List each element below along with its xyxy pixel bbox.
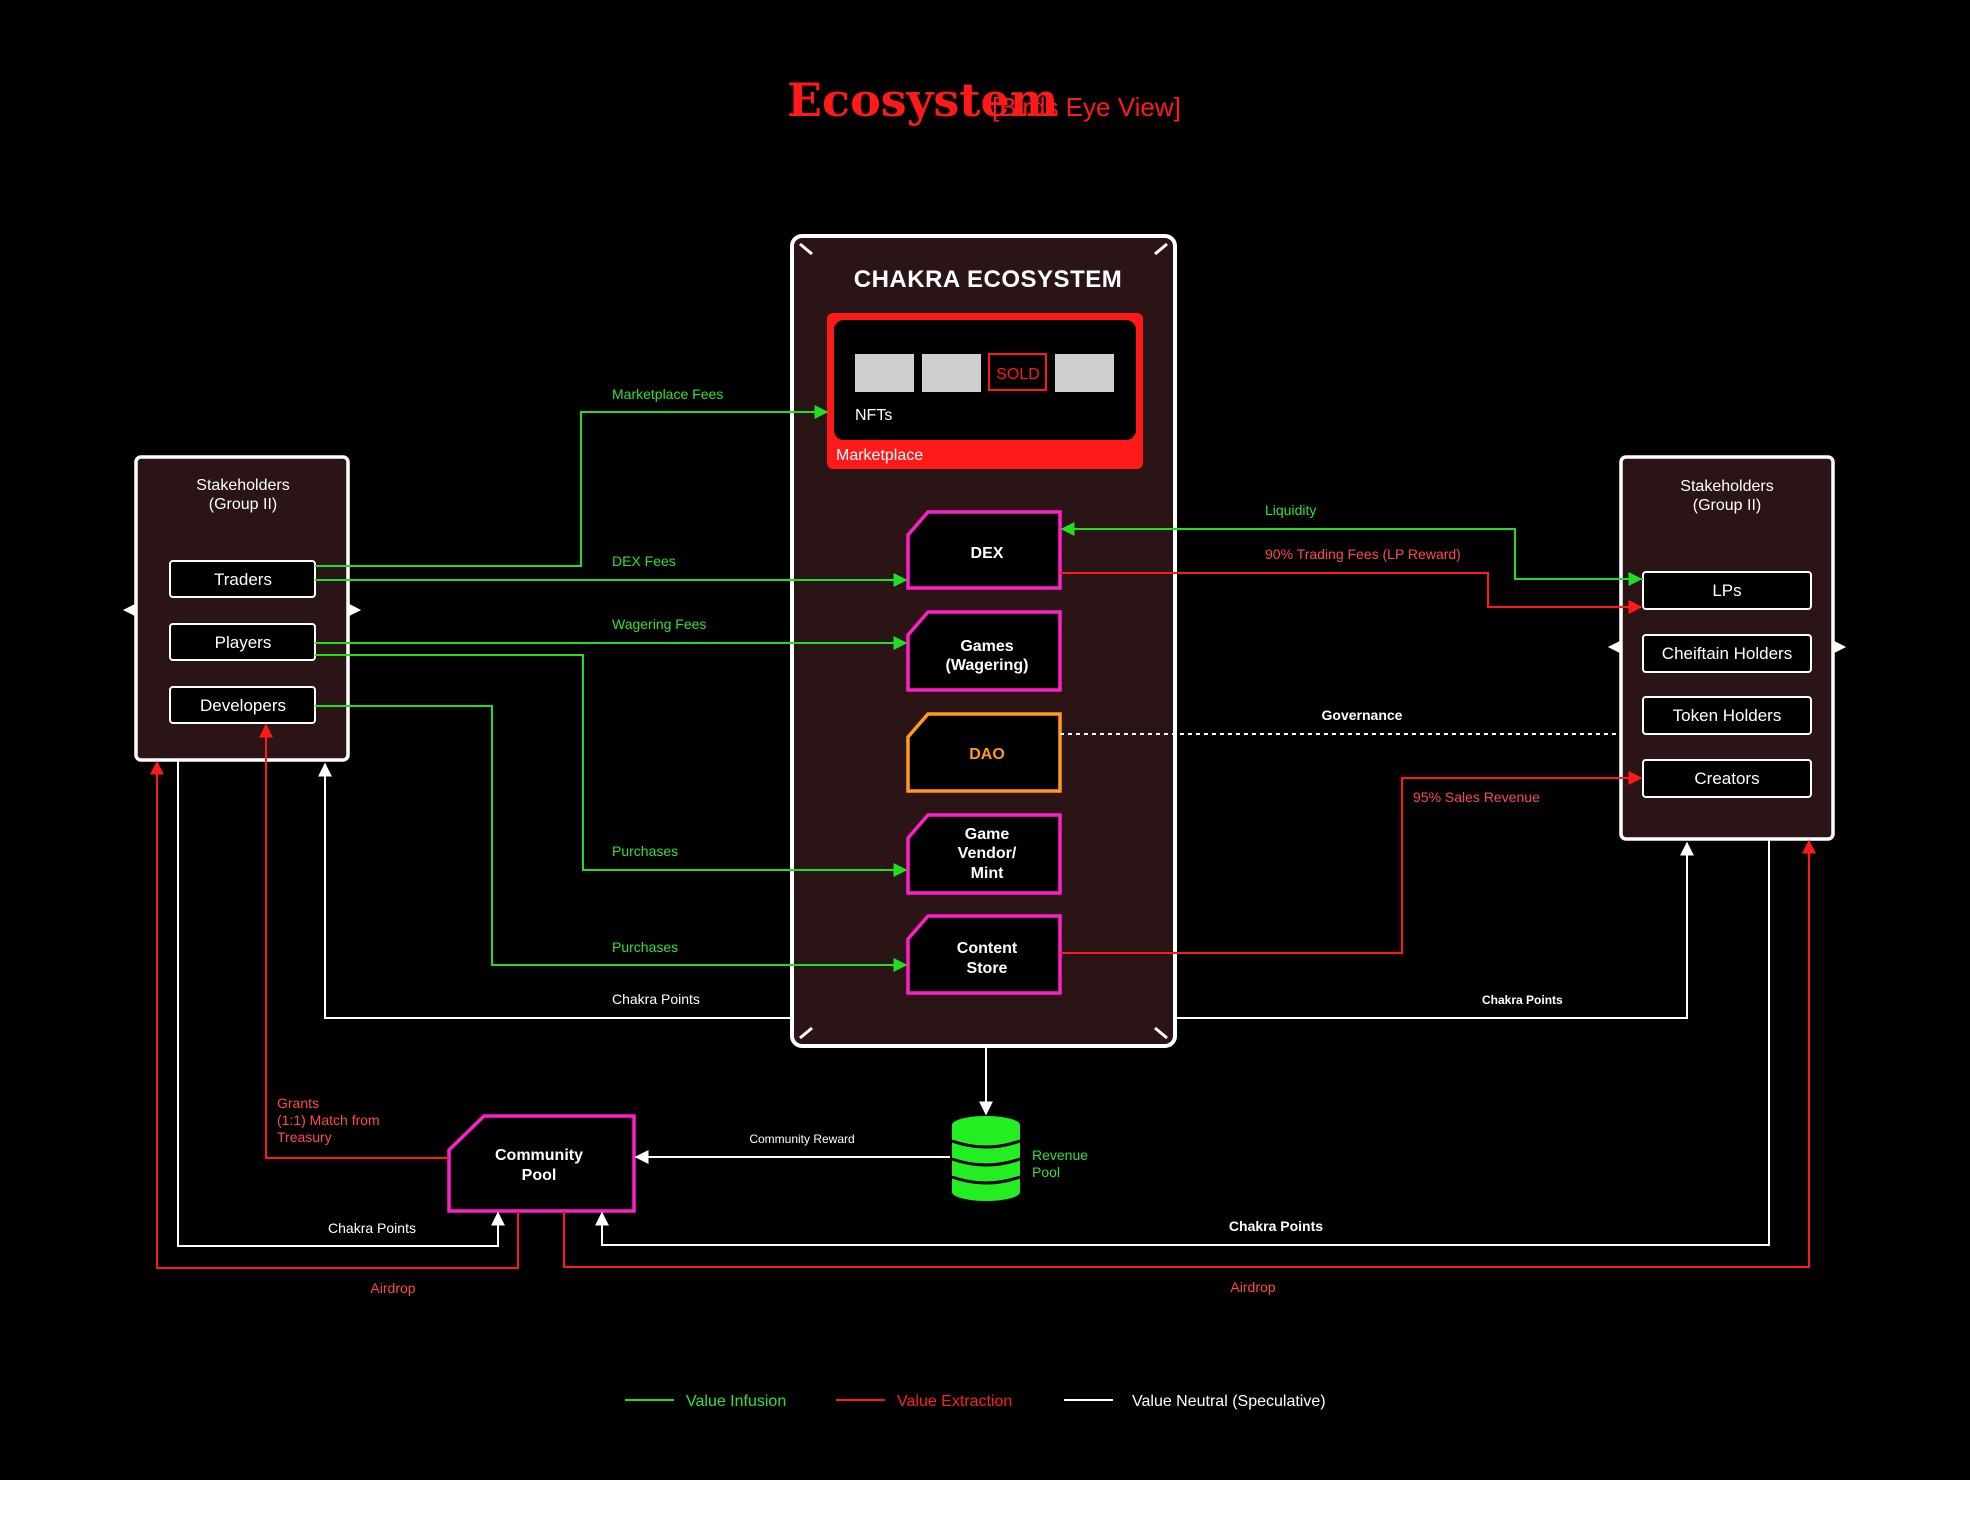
flow-chakra-points-left <box>318 762 792 1019</box>
svg-text:Stakeholders: Stakeholders <box>196 477 289 494</box>
games-node[interactable]: Games (Wagering) <box>906 610 1062 692</box>
svg-text:Cheiftain Holders: Cheiftain Holders <box>1662 644 1792 663</box>
left-stakeholders-panel: Stakeholders (Group II) <box>122 455 362 762</box>
label-airdrop-left: Airdrop <box>370 1280 415 1296</box>
lps-item[interactable]: LPs <box>1642 571 1812 610</box>
label-grants: (1:1) Match from <box>277 1112 380 1128</box>
svg-text:Community: Community <box>495 1147 583 1164</box>
label-marketplace-fees: Marketplace Fees <box>612 386 723 402</box>
nft-card <box>922 354 981 392</box>
svg-text:Traders: Traders <box>214 570 272 589</box>
svg-text:Stakeholders: Stakeholders <box>1680 478 1773 495</box>
svg-text:Players: Players <box>215 633 272 652</box>
flow-purchases-store <box>315 705 908 972</box>
flow-grants <box>259 723 449 1159</box>
token-holders-item[interactable]: Token Holders <box>1642 696 1812 735</box>
flow-marketplace-fees <box>315 405 829 567</box>
community-pool-node[interactable]: Community Pool <box>447 1114 636 1213</box>
flow-trading-fees <box>1060 572 1643 614</box>
svg-text:Games: Games <box>960 638 1013 655</box>
diagram-canvas: Ecosystem [Birds Eye View] CHAKRA ECOSYS… <box>0 0 1970 1480</box>
flow-chakra-points-right <box>1175 841 1694 1019</box>
svg-text:(Wagering): (Wagering) <box>946 657 1029 674</box>
players-item[interactable]: Players <box>169 623 316 661</box>
label-purchases-store: Purchases <box>612 939 678 955</box>
nft-card <box>855 354 914 392</box>
flow-purchases-vendor <box>315 654 908 877</box>
developers-item[interactable]: Developers <box>169 686 316 724</box>
legend: Value Infusion Value Extraction Value Ne… <box>625 1393 1326 1410</box>
svg-text:Game: Game <box>965 826 1010 843</box>
legend-extraction: Value Extraction <box>897 1393 1012 1410</box>
svg-text:Store: Store <box>967 960 1008 977</box>
flow-chakra-points-pool-left <box>177 760 505 1247</box>
svg-text:DAO: DAO <box>969 746 1005 763</box>
svg-text:(Group II): (Group II) <box>209 496 277 513</box>
svg-text:(Group II): (Group II) <box>1693 497 1761 514</box>
label-chakra-points-right: Chakra Points <box>1482 993 1563 1007</box>
label-chakra-points-pool-left: Chakra Points <box>328 1220 416 1236</box>
diagram-subtitle: [Birds Eye View] <box>992 92 1181 122</box>
ecosystem-title: CHAKRA ECOSYSTEM <box>854 266 1122 293</box>
label-purchases-vendor: Purchases <box>612 843 678 859</box>
svg-text:Developers: Developers <box>200 696 286 715</box>
label-grants: Treasury <box>277 1129 332 1145</box>
nft-card-sold <box>988 353 1047 391</box>
label-community-reward: Community Reward <box>749 1132 854 1146</box>
revenue-pool-label: Revenue <box>1032 1147 1088 1163</box>
content-store-node[interactable]: Content Store <box>906 914 1062 995</box>
svg-text:Mint: Mint <box>971 865 1005 882</box>
label-chakra-points-left: Chakra Points <box>612 991 700 1007</box>
nft-card <box>1055 354 1114 392</box>
dao-node[interactable]: DAO <box>906 712 1062 793</box>
game-vendor-node[interactable]: Game Vendor/ Mint <box>906 813 1062 895</box>
label-grants: Grants <box>277 1095 319 1111</box>
nfts-label: NFTs <box>855 407 892 424</box>
label-governance: Governance <box>1322 707 1403 723</box>
marketplace[interactable]: SOLD NFTs Marketplace <box>827 313 1143 469</box>
svg-text:DEX: DEX <box>971 545 1004 562</box>
creators-item[interactable]: Creators <box>1642 759 1812 798</box>
svg-text:Creators: Creators <box>1694 769 1759 788</box>
flow-sales-revenue <box>1060 771 1643 954</box>
dex-node[interactable]: DEX <box>906 510 1062 590</box>
legend-neutral: Value Neutral (Speculative) <box>1132 1393 1326 1410</box>
flow-airdrop-right <box>563 839 1816 1268</box>
svg-text:Vendor/: Vendor/ <box>958 845 1017 862</box>
svg-text:Content: Content <box>957 940 1018 957</box>
label-airdrop-right: Airdrop <box>1230 1279 1275 1295</box>
diagram-title: Ecosystem <box>787 73 1058 127</box>
label-wagering-fees: Wagering Fees <box>612 616 706 632</box>
label-dex-fees: DEX Fees <box>612 553 676 569</box>
label-chakra-points-pool-right: Chakra Points <box>1229 1218 1323 1234</box>
traders-item[interactable]: Traders <box>169 560 316 598</box>
svg-text:LPs: LPs <box>1712 581 1741 600</box>
svg-text:Pool: Pool <box>522 1167 557 1184</box>
database-icon <box>951 1116 1021 1201</box>
marketplace-label: Marketplace <box>836 447 923 464</box>
cheiftain-holders-item[interactable]: Cheiftain Holders <box>1642 634 1812 673</box>
label-trading-fees: 90% Trading Fees (LP Reward) <box>1265 546 1461 562</box>
label-liquidity: Liquidity <box>1265 502 1316 518</box>
revenue-pool-label: Pool <box>1032 1164 1060 1180</box>
flow-chakra-points-pool-right <box>595 839 1770 1246</box>
legend-infusion: Value Infusion <box>686 1393 786 1410</box>
ecosystem-diagram: Ecosystem [Birds Eye View] CHAKRA ECOSYS… <box>122 73 1847 1410</box>
label-sales-revenue: 95% Sales Revenue <box>1413 789 1540 805</box>
svg-text:Token Holders: Token Holders <box>1673 706 1782 725</box>
sold-label: SOLD <box>996 366 1040 383</box>
flow-airdrop-left <box>150 760 519 1269</box>
